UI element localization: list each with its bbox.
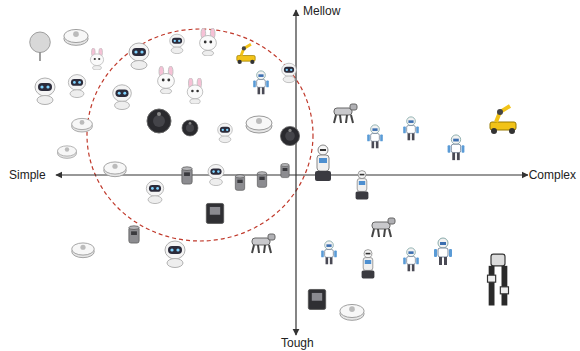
axis-label: Complex bbox=[528, 168, 577, 182]
axis-label: Tough bbox=[280, 336, 315, 350]
axis-label: Mellow bbox=[302, 4, 341, 18]
axis-label: Simple bbox=[8, 168, 47, 182]
horizontal-axis bbox=[56, 174, 528, 175]
vertical-axis bbox=[295, 10, 296, 335]
cluster-circle bbox=[87, 29, 313, 241]
robot-icons bbox=[30, 28, 516, 320]
